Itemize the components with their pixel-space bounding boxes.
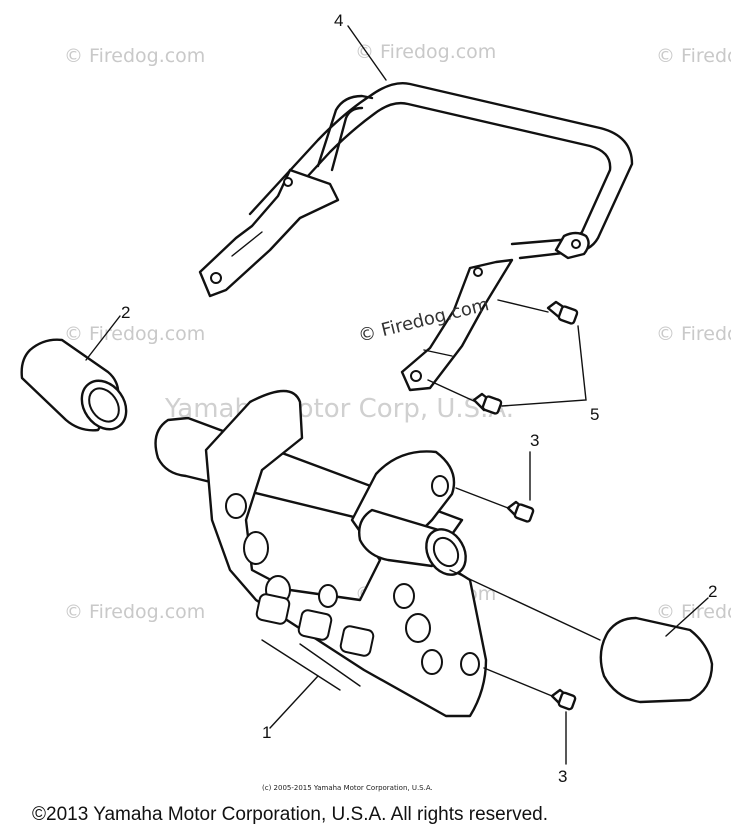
plate-hole [460,652,480,676]
mount-hole [410,370,422,382]
plate-hole [243,531,269,565]
mount-hole [283,177,293,187]
bolt-lower [472,392,503,415]
part-5-bolts [427,299,587,415]
callout-2: 2 [708,582,717,601]
part-3-bolt-lower [483,667,577,765]
leader-line [665,597,709,637]
plate-hole [405,613,431,643]
watermark-firedog: © Firedog.com [64,45,205,67]
part-1-skid-plate [154,389,488,718]
plate-hole [431,475,449,497]
part-2-end-cap-right [449,569,714,704]
plate-hole [225,493,247,519]
leader-line [347,25,387,81]
leader-line [501,325,587,407]
leader-line [269,675,319,729]
part-2-end-cap-left [20,338,128,432]
dash-line [497,299,549,313]
watermark-firedog: © Firedog.com [355,41,496,63]
plate-hole [421,649,443,675]
leader-line [85,315,121,361]
mount-hole [210,272,222,284]
footer-copyright: ©2013 Yamaha Motor Corporation, U.S.A. A… [32,804,548,825]
plate-hole [318,584,338,608]
callout-5: 5 [590,405,599,424]
mount-hole [571,239,581,249]
callout-3: 3 [558,767,567,786]
plate-hole [393,583,415,609]
small-copyright: (c) 2005-2015 Yamaha Motor Corporation, … [262,784,433,792]
dash-line [427,379,477,403]
watermark-yamaha: Yamaha Motor Corp, U.S.A. [164,394,514,424]
callout-1: 1 [262,723,271,742]
callout-3: 3 [530,431,539,450]
watermark-firedog: © Firedog.com [64,601,205,623]
bolt-upper [546,300,579,325]
watermark-firedog: © Firedog.com [64,323,205,345]
axis-line [449,569,601,641]
mount-hole [473,267,483,277]
callout-2: 2 [121,303,130,322]
watermark-firedog: © Firedog.com [656,323,731,345]
part-4-grab-bar [198,82,634,392]
part-3-bolt-upper [455,451,535,523]
watermark-firedog: © Firedog.com [656,45,731,67]
callout-4: 4 [334,11,343,30]
